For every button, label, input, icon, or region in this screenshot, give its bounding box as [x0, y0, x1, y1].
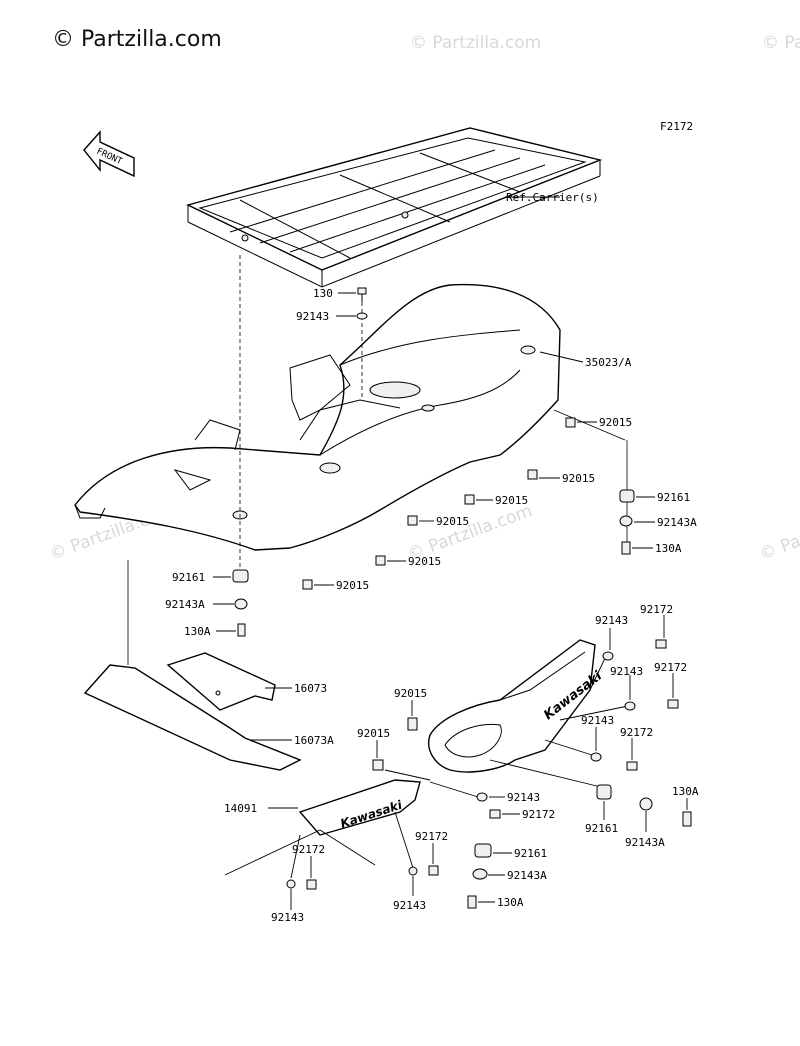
figure-code: F2172	[660, 120, 693, 133]
label-92172-a: 92172	[640, 603, 673, 616]
grommet-92161-c	[474, 843, 492, 858]
label-92143A-right: 92143A	[657, 516, 697, 529]
clip-92015-g2	[372, 759, 384, 771]
collar-92143A-left	[234, 598, 248, 610]
label-92143-a: 92143	[595, 614, 628, 627]
label-92161-b: 92161	[585, 822, 618, 835]
washer-92143-f	[408, 866, 418, 876]
label-35023: 35023/A	[585, 356, 632, 369]
collar-92143A-right	[619, 515, 633, 527]
label-16073A: 16073A	[294, 734, 334, 747]
bolt-92172-b	[667, 699, 679, 709]
washer-92143-b	[624, 701, 636, 711]
label-92172-c: 92172	[620, 726, 653, 739]
label-92143A-left: 92143A	[165, 598, 205, 611]
label-92143-b: 92143	[610, 665, 643, 678]
label-130-top: 130	[313, 287, 333, 300]
label-92015-g1: 92015	[394, 687, 427, 700]
label-92143-e: 92143	[271, 911, 304, 924]
clip-92015-g1	[407, 717, 418, 731]
label-92015-c1: 92015	[495, 494, 528, 507]
label-14091: 14091	[224, 802, 257, 815]
clip-92015-r1	[565, 417, 576, 428]
pad-16073A	[83, 664, 302, 771]
ref-carrier-label: Ref.Carrier(s)	[506, 191, 599, 204]
label-92172-f: 92172	[415, 830, 448, 843]
bolt-130A-right	[621, 541, 631, 555]
bolt-130-top	[357, 287, 367, 302]
washer-92143-c	[590, 752, 602, 762]
label-92015-r1: 92015	[599, 416, 632, 429]
washer-92143-d	[476, 792, 488, 802]
label-92143-f: 92143	[393, 899, 426, 912]
watermark-top-center: © Partzilla.com	[410, 33, 541, 53]
label-130A-b: 130A	[672, 785, 699, 798]
side-guard: Kawasaki	[428, 639, 605, 773]
carrier-rack	[186, 127, 603, 288]
label-92172-b: 92172	[654, 661, 687, 674]
rear-fender	[74, 283, 561, 551]
bolt-92172-a	[655, 639, 667, 649]
label-92172-e: 92172	[292, 843, 325, 856]
decal-14091: Kawasaki	[298, 779, 421, 836]
label-92015-r2: 92015	[562, 472, 595, 485]
label-130A-left: 130A	[184, 625, 211, 638]
label-92015-c3: 92015	[408, 555, 441, 568]
nut-92172-f	[428, 865, 439, 876]
watermark-main: © Partzilla.com	[52, 27, 222, 52]
bolt-130A-b	[682, 811, 692, 827]
label-92143-c: 92143	[581, 714, 614, 727]
label-92143A-b: 92143A	[625, 836, 665, 849]
clip-92015-r3	[302, 579, 313, 590]
washer-92143-e	[286, 879, 296, 889]
label-92161-left: 92161	[172, 571, 205, 584]
clip-92015-c3	[375, 555, 386, 566]
grommet-92161-right	[619, 489, 635, 503]
label-16073: 16073	[294, 682, 327, 695]
front-arrow-icon: FRONT	[83, 130, 135, 178]
label-92161-c: 92161	[514, 847, 547, 860]
bolt-92172-c	[626, 761, 638, 771]
label-130A-right: 130A	[655, 542, 682, 555]
clip-92015-r2	[527, 469, 538, 480]
nut-92172-e	[306, 879, 317, 890]
grommet-92161-b	[596, 784, 612, 800]
grommet-92161-left	[232, 569, 249, 583]
label-92172-d: 92172	[522, 808, 555, 821]
collar-92143A-b	[639, 797, 653, 811]
label-92015-r3: 92015	[336, 579, 369, 592]
label-92143A-c: 92143A	[507, 869, 547, 882]
label-92015-c2: 92015	[436, 515, 469, 528]
watermark-top-right: © Partzilla.com	[762, 33, 800, 53]
label-92143-top: 92143	[296, 310, 329, 323]
washer-92143-a	[602, 651, 614, 661]
collar-92143A-c	[472, 868, 488, 880]
clip-92015-c1	[464, 494, 475, 505]
pad-16073	[166, 652, 276, 711]
bolt-92172-d	[489, 809, 501, 819]
bolt-130A-c	[467, 895, 477, 909]
bolt-130A-left	[237, 623, 246, 637]
label-130A-c: 130A	[497, 896, 524, 909]
label-92143-d: 92143	[507, 791, 540, 804]
watermark-mid-right: © Partzilla.com	[757, 501, 800, 565]
label-92015-g2: 92015	[357, 727, 390, 740]
clip-92015-c2	[407, 515, 418, 526]
label-92161-right: 92161	[657, 491, 690, 504]
washer-92143-top	[356, 312, 368, 320]
